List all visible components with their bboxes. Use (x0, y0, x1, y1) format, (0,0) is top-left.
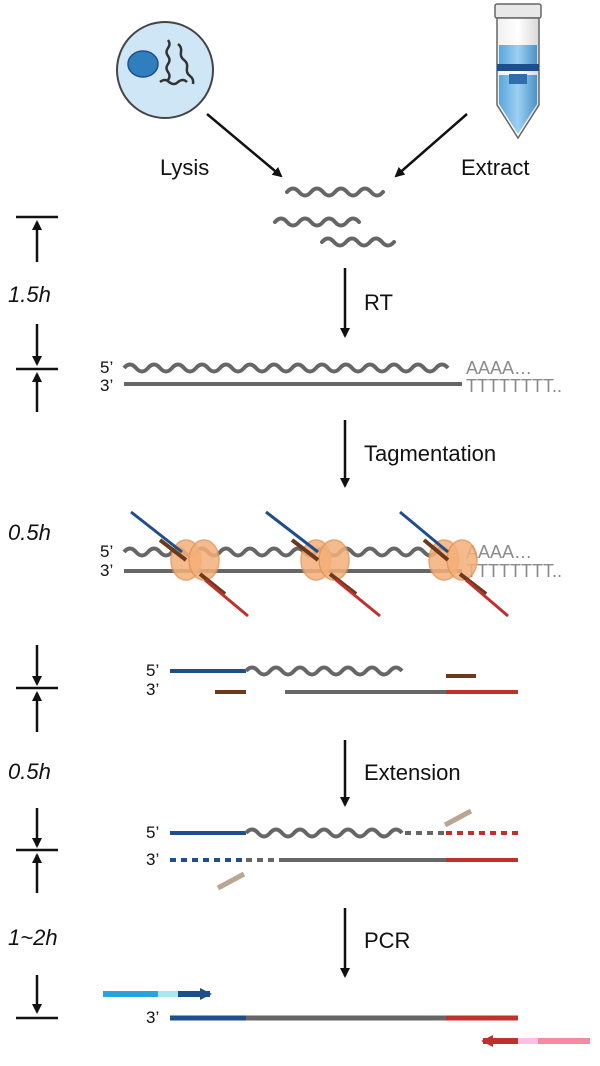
three-prime-label: 3’ (100, 376, 113, 395)
time-pcr: 1~2h (8, 925, 58, 950)
extension-label: Extension (364, 760, 461, 785)
five-prime-label: 5’ (146, 661, 159, 680)
lysis-arrow (206, 113, 283, 178)
five-prime-label: 5’ (100, 542, 113, 561)
tagmented-fragment: 5’ 3’ (146, 661, 518, 699)
three-prime-label: 3’ (100, 561, 113, 580)
tn5-transposome (399, 510, 509, 618)
extract-arrow (394, 113, 468, 178)
poly-a-tail: AAAA… (466, 542, 532, 562)
poly-a-tail: AAAA… (466, 358, 532, 378)
rt-label: RT (364, 290, 393, 315)
three-prime-label: 3’ (146, 850, 159, 869)
lysis-label: Lysis (160, 155, 209, 180)
poly-t-tail: TTTTTTTT.. (466, 561, 562, 581)
time-rt: 1.5h (8, 282, 51, 307)
rna-molecules (273, 186, 396, 248)
poly-t-tail: TTTTTTTT.. (466, 376, 562, 396)
tagmentation-label: Tagmentation (364, 441, 496, 466)
five-prime-label: 5’ (146, 823, 159, 842)
five-prime-label: 5’ (100, 358, 113, 377)
cell-icon (116, 21, 214, 119)
extended-fragment: 5’ 3’ (146, 808, 518, 891)
tagmentation-complex: 5’ 3’ AAAA… TTTTTTTT.. (100, 510, 562, 618)
three-prime-label: 3’ (146, 680, 159, 699)
extraction-tube-icon (494, 3, 542, 140)
pcr-product: 3’ (103, 988, 590, 1047)
time-tagmentation: 0.5h (8, 520, 51, 545)
rna-cdna-hybrid: 5’ 3’ AAAA… TTTTTTTT.. (100, 358, 562, 396)
extract-label: Extract (461, 155, 529, 180)
timeline (16, 215, 58, 1020)
time-extension: 0.5h (8, 759, 51, 784)
three-prime-label: 3’ (146, 1008, 159, 1027)
tn5-transposome (265, 510, 381, 618)
tn5-transposome (130, 510, 249, 618)
pcr-label: PCR (364, 928, 410, 953)
